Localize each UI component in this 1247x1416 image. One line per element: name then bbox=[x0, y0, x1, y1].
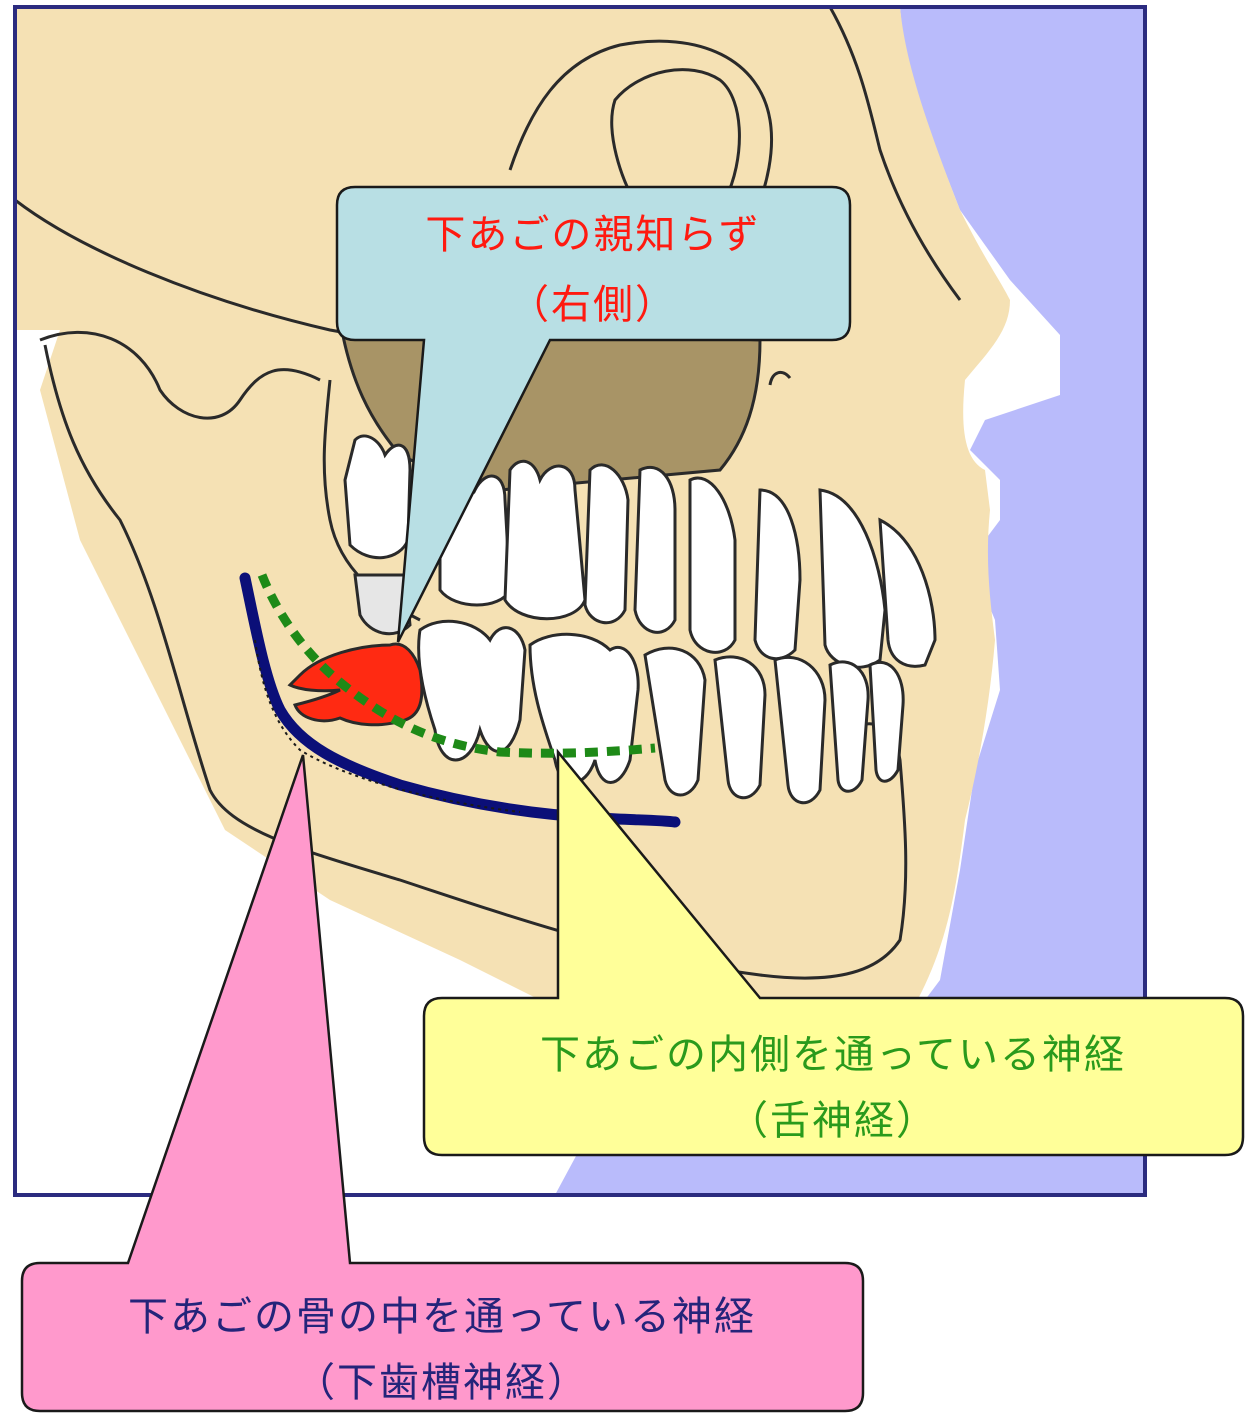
callout-lingual-nerve-line2: （舌神経） bbox=[728, 1098, 938, 1144]
lower-incisor-2 bbox=[870, 662, 903, 781]
callout-wisdom-tooth-line1: 下あごの親知らず bbox=[425, 212, 760, 258]
upper-premolar-2 bbox=[585, 465, 628, 623]
upper-premolar-1 bbox=[635, 467, 675, 632]
upper-molar-1 bbox=[505, 461, 585, 618]
callout-lingual-nerve-line1: 下あごの内側を通っている神経 bbox=[540, 1032, 1126, 1078]
upper-wisdom-tooth bbox=[345, 436, 410, 558]
callout-wisdom-tooth-line2: （右側） bbox=[509, 282, 677, 328]
callout-inferior-alveolar-nerve-line2: （下歯槽神経） bbox=[295, 1360, 589, 1406]
callout-inferior-alveolar-nerve-line1: 下あごの骨の中を通っている神経 bbox=[128, 1294, 756, 1340]
